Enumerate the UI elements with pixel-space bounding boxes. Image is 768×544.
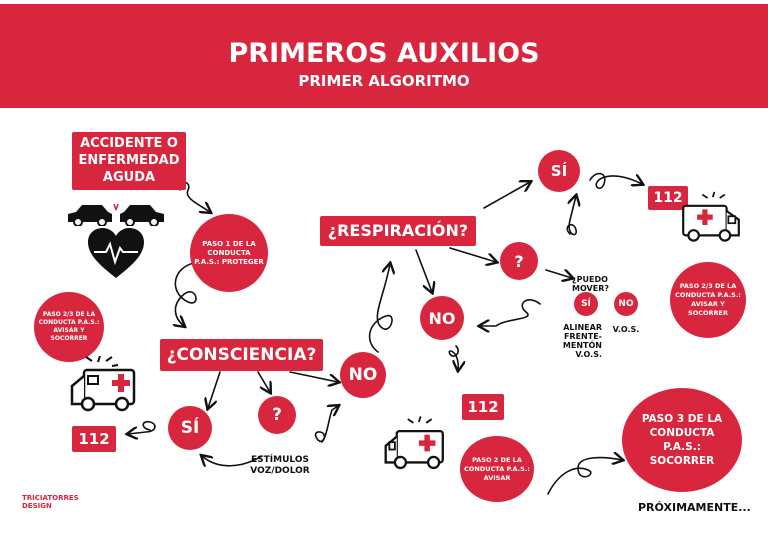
paso2-avisar-circle: PASO 2 DE LA CONDUCTA P.A.S.: AVISAR bbox=[460, 436, 534, 502]
num-112-left: 112 bbox=[72, 426, 116, 452]
paso23-left-circle: PASO 2/3 DE LA CONDUCTA P.A.S.: AVISAR Y… bbox=[34, 292, 104, 362]
si-mover-circle: SÍ bbox=[574, 292, 598, 316]
car-crash-icon bbox=[66, 200, 166, 231]
puedo-mover-label: ¿PUEDO MOVER? bbox=[572, 275, 610, 293]
ambulance-icon bbox=[68, 355, 144, 417]
no-mover-circle: NO bbox=[614, 292, 638, 316]
ambulance-icon bbox=[678, 188, 744, 253]
paso1-circle: PASO 1 DE LA CONDUCTA P.A.S.: PROTEGER bbox=[190, 214, 268, 292]
ambulance-icon bbox=[382, 414, 452, 479]
page-subtitle: PRIMER ALGORITMO bbox=[298, 72, 470, 90]
paso23-right-circle: PASO 2/3 DE LA CONDUCTA P.A.S.: AVISAR Y… bbox=[670, 262, 746, 338]
consciencia-box: ¿CONSCIENCIA? bbox=[160, 339, 323, 371]
page-title: PRIMEROS AUXILIOS bbox=[228, 38, 540, 69]
num-112-top: 112 bbox=[648, 186, 688, 210]
no-consciencia-circle: NO bbox=[340, 352, 386, 398]
si-top-circle: SÍ bbox=[538, 150, 580, 192]
num-112-mid: 112 bbox=[462, 394, 504, 420]
alinear-label: ALINEAR FRENTE-MENTÓN V.O.S. bbox=[562, 323, 602, 359]
respiracion-box: ¿RESPIRACIÓN? bbox=[320, 216, 476, 246]
no-respiracion-circle: NO bbox=[420, 296, 464, 340]
accidente-box: ACCIDENTE O ENFERMEDAD AGUDA bbox=[72, 132, 186, 190]
header-banner: PRIMEROS AUXILIOS PRIMER ALGORITMO bbox=[0, 4, 768, 108]
si-left-circle: SÍ bbox=[168, 406, 212, 450]
paso3-circle: PASO 3 DE LA CONDUCTA P.A.S.: SOCORRER bbox=[622, 388, 742, 492]
brand-label: TRICIATORRES DESIGN bbox=[22, 494, 79, 510]
q-mover-circle: ? bbox=[500, 242, 538, 280]
q-estimulos-circle: ? bbox=[258, 396, 296, 434]
vos-label: V.O.S. bbox=[612, 325, 640, 334]
heart-pulse-icon bbox=[88, 228, 144, 285]
proximamente-label: PRÓXIMAMENTE... bbox=[638, 501, 751, 514]
estimulos-label: ESTÍMULOS VOZ/DOLOR bbox=[250, 455, 310, 476]
